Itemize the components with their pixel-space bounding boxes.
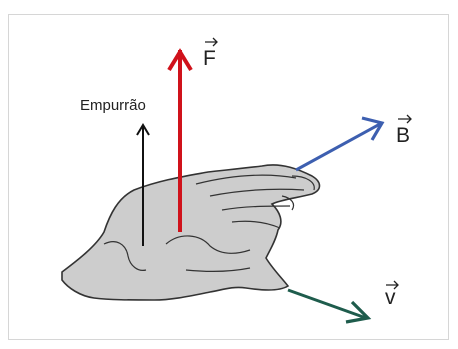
hand-palm: [62, 165, 320, 300]
field-arrow: [296, 118, 382, 170]
force-label: F: [203, 38, 217, 70]
velocity-label: v: [385, 281, 398, 309]
force-label-text: F: [203, 47, 216, 70]
velocity-arrow: [288, 290, 368, 322]
field-label: B: [396, 115, 411, 147]
field-label-text: B: [396, 124, 410, 147]
field-vector-mark: [398, 115, 411, 123]
left-hand-icon: [62, 165, 320, 300]
push-label: Empurrão: [80, 97, 146, 114]
force-vector-mark: [205, 38, 217, 46]
velocity-label-text: v: [385, 286, 396, 309]
